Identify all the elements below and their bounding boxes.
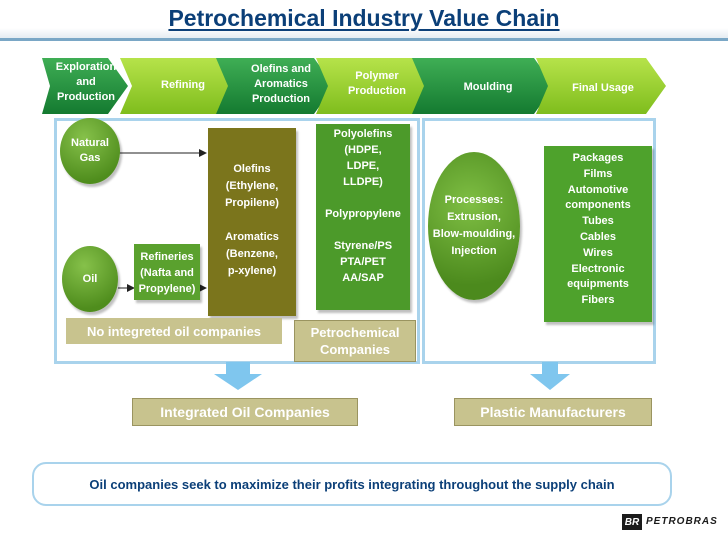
value-chain-chevrons [42,58,666,114]
refineries-box: Refineries (Nafta and Propylene) [134,244,200,300]
final-usage-column: Packages Films Automotive components Tub… [544,146,652,322]
natural-gas-circle: Natural Gas [60,118,120,184]
page-title: Petrochemical Industry Value Chain [168,5,560,31]
down-arrow-right [530,362,570,390]
plastic-manufacturers-frame [422,118,656,364]
chevron-olefins [216,58,334,114]
petrobras-logo-icon: BR [622,514,642,530]
chain-step-final-usage: Final Usage [572,82,634,94]
olefins-aromatics-column: Olefins (Ethylene, Propilene) Aromatics … [208,128,296,316]
chain-step-exploration: Exploration and Production [55,61,117,103]
title-divider [0,38,728,41]
chain-step-moulding: Moulding [463,81,513,93]
chevron-refining [120,58,238,114]
plastic-manufacturers-label: Plastic Manufacturers [454,398,652,426]
processes-ellipse: Processes: Extrusion, Blow-moulding, Inj… [428,152,520,300]
integrated-oil-companies-label: Integrated Oil Companies [132,398,358,426]
chain-step-refining: Refining [161,79,205,91]
polymer-column: Polyolefins (HDPE, LDPE, LLDPE) Polyprop… [316,124,410,310]
chevron-polymer [316,58,434,114]
chain-step-olefins: Olefins and Aromatics Production [251,63,311,105]
chevron-exploration [42,58,128,114]
oil-circle: Oil [62,246,118,312]
chevron-final-usage [536,58,666,114]
title-bar [0,0,728,40]
no-integrated-label: No integreted oil companies [66,318,282,344]
down-arrow-left [214,362,262,390]
conclusion-box: Oil companies seek to maximize their pro… [32,462,672,506]
petrobras-wordmark: PETROBRAS [646,516,718,527]
chain-step-polymer: Polymer Production [347,70,407,97]
chevron-moulding [412,58,554,114]
petrochemical-companies-label: Petrochemical Companies [294,320,416,362]
